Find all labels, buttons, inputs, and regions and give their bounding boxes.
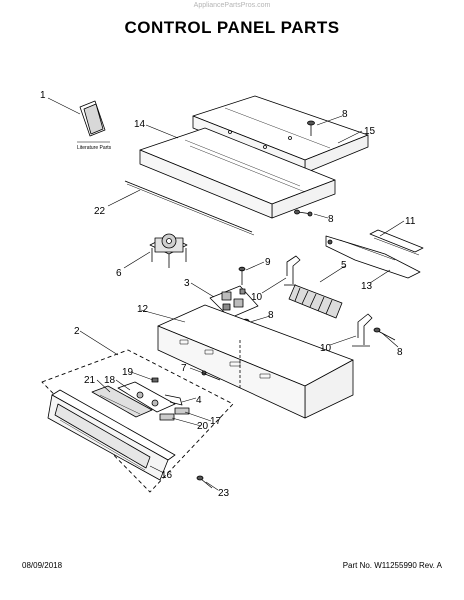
callout-8-mid: 8 [328, 214, 334, 225]
trim-strip[interactable] [124, 180, 255, 236]
callout-7: 7 [181, 363, 187, 374]
page-title: CONTROL PANEL PARTS [124, 18, 340, 37]
switch-17[interactable] [174, 407, 190, 415]
right-rail[interactable] [369, 229, 424, 256]
callout-17: 17 [210, 416, 222, 427]
callout-15: 15 [364, 126, 376, 137]
callout-8-right: 8 [397, 347, 403, 358]
upper-bracket[interactable] [284, 255, 301, 286]
connector-19[interactable] [151, 377, 159, 383]
screw-8-mid[interactable] [294, 209, 313, 217]
bracket-4[interactable] [164, 394, 183, 406]
heating-element[interactable] [288, 284, 343, 319]
callout-18: 18 [104, 375, 116, 386]
callout-21: 21 [84, 375, 96, 386]
callout-8-top: 8 [342, 109, 348, 120]
callout-8-board: 8 [268, 310, 274, 321]
control-panel-chassis[interactable] [157, 304, 354, 419]
leader-lines [47, 97, 405, 491]
switch-20[interactable] [159, 413, 175, 421]
callout-13: 13 [361, 281, 373, 292]
literature-parts-booklet[interactable] [77, 100, 110, 143]
cooling-fan[interactable] [149, 233, 188, 268]
callout-5: 5 [341, 260, 347, 271]
callout-1: 1 [40, 90, 46, 101]
callout-10-upper: 10 [251, 292, 263, 303]
callout-9: 9 [265, 257, 271, 268]
lower-bracket[interactable] [352, 313, 373, 347]
footer-part-number: Part No. W11255990 Rev. A [342, 561, 442, 570]
main-top-cover[interactable] [139, 127, 336, 219]
right-bracket[interactable] [325, 235, 421, 279]
control-board[interactable] [209, 285, 259, 319]
callout-10-lower: 10 [320, 343, 332, 354]
screw-8-right[interactable] [373, 327, 396, 341]
callout-14: 14 [134, 119, 146, 130]
screw-8-top[interactable] [307, 120, 315, 136]
screw-9[interactable] [238, 266, 246, 285]
callout-22: 22 [94, 206, 106, 217]
front-console-panel[interactable] [47, 389, 176, 481]
callout-19: 19 [122, 367, 134, 378]
callout-3: 3 [184, 278, 190, 289]
screw-23[interactable] [196, 475, 213, 489]
callout-11: 11 [405, 216, 416, 227]
callout-2: 2 [74, 326, 80, 337]
touch-board[interactable] [91, 385, 153, 418]
knob-board[interactable] [117, 381, 176, 413]
watermark-text: AppliancePartsPros.com [193, 2, 271, 9]
literature-label: Literature Parts [77, 145, 112, 151]
callout-6: 6 [116, 268, 122, 279]
callout-23: 23 [218, 488, 230, 499]
callout-12: 12 [137, 304, 149, 315]
callout-4: 4 [196, 395, 202, 406]
footer-date: 08/09/2018 [22, 561, 63, 570]
callout-20: 20 [197, 421, 209, 432]
callout-16: 16 [161, 470, 173, 481]
